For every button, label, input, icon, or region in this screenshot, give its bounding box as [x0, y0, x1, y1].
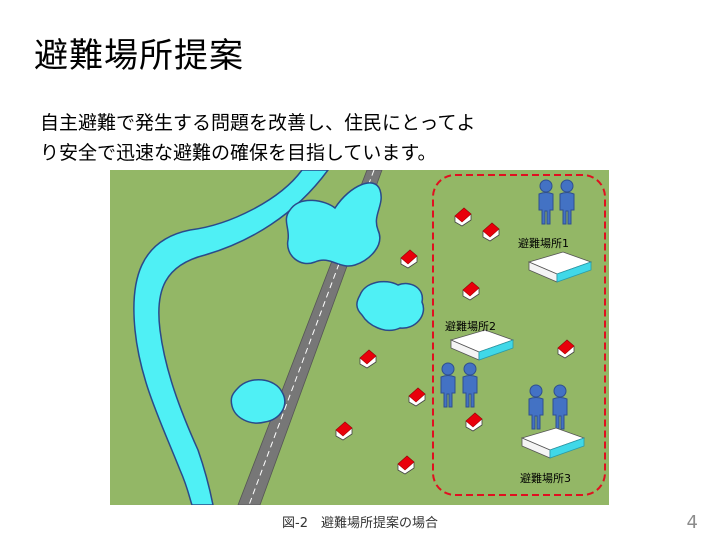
shelter-label-2: 避難場所2	[445, 319, 496, 333]
slide-title: 避難場所提案	[34, 36, 244, 76]
pond-small	[356, 280, 425, 332]
body-line-2: り安全で迅速な避難の確保を目指しています。	[40, 142, 437, 164]
river	[133, 170, 329, 505]
evacuation-zone-border	[432, 174, 606, 496]
pond-large	[285, 182, 382, 267]
pond-river-side	[230, 379, 286, 424]
shelter-label-3: 避難場所3	[520, 471, 571, 485]
evacuation-map: 避難場所1 避難場所2 避難場所3	[110, 170, 609, 505]
figure-caption: 図-2 避難場所提案の場合	[282, 516, 438, 531]
shelter-label-1: 避難場所1	[518, 236, 569, 250]
slide-body: 自主避難で発生する問題を改善し、住民にとってよ り安全で迅速な避難の確保を目指し…	[40, 108, 690, 168]
body-line-1: 自主避難で発生する問題を改善し、住民にとってよ	[40, 112, 476, 134]
page-number: 4	[686, 512, 698, 533]
